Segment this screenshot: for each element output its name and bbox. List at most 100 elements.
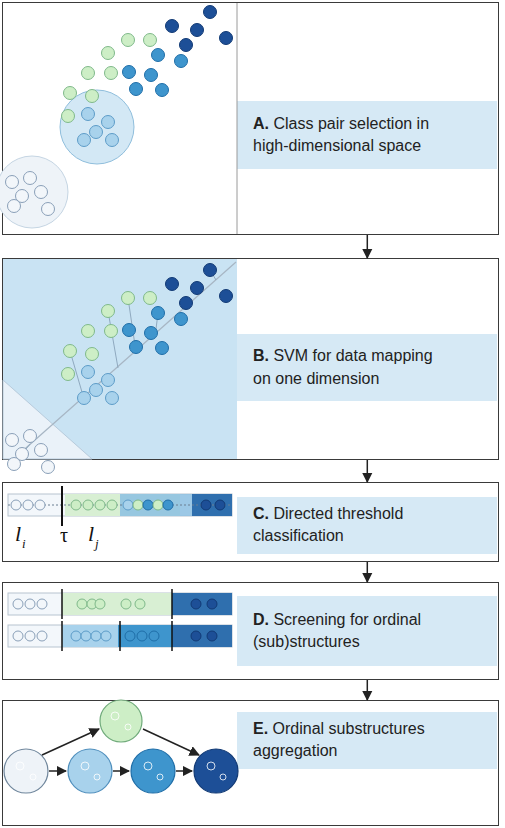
data-point [25, 599, 35, 609]
class-circle [194, 749, 238, 793]
flow-arrow [367, 680, 369, 700]
threshold-line [61, 621, 63, 651]
data-point [121, 599, 131, 609]
order-arrows [42, 729, 199, 771]
threshold-line [61, 486, 63, 526]
data-point [91, 631, 101, 641]
data-point [123, 500, 133, 510]
class-band [65, 494, 180, 516]
class-circle [100, 700, 142, 742]
texture-mark [207, 762, 215, 770]
data-point [71, 631, 81, 641]
projection-tick [22, 444, 30, 454]
data-point [107, 500, 117, 510]
order-arrow [113, 770, 129, 772]
threshold-line [171, 589, 173, 619]
data-point [71, 500, 81, 510]
class-band [120, 494, 192, 516]
panel-e-art [4, 700, 238, 793]
projection-ticks [22, 270, 216, 454]
step-label-box: B. SVM for data mapping on one dimension [237, 334, 497, 401]
axis-line [8, 505, 232, 506]
data-point [95, 599, 105, 609]
texture-mark [30, 774, 36, 780]
class-halo [0, 156, 68, 228]
data-point [95, 500, 105, 510]
panel-d-art [8, 589, 232, 651]
projection-tick [108, 311, 118, 368]
class-band [172, 625, 232, 647]
data-point [37, 631, 47, 641]
data-point [13, 599, 23, 609]
flow-arrow [367, 562, 369, 582]
step-panel: A. Class pair selection in high-dimensio… [2, 2, 499, 235]
projection-axis [18, 262, 236, 455]
flow-arrow [367, 460, 369, 482]
data-point [191, 599, 201, 609]
data-point [87, 599, 97, 609]
class-band [62, 593, 172, 615]
data-point [81, 631, 91, 641]
projection-tick [186, 300, 190, 303]
data-point [35, 500, 45, 510]
data-point [25, 631, 35, 641]
data-point [13, 631, 23, 641]
step-panel: B. SVM for data mapping on one dimension [2, 258, 499, 460]
data-point [11, 500, 21, 510]
data-point [133, 500, 143, 510]
cell-texture [16, 712, 226, 780]
step-label-box: E. Ordinal substructures aggregation [237, 712, 497, 769]
data-point [135, 599, 145, 609]
data-point [207, 599, 217, 609]
data-point [143, 500, 153, 510]
step-label: A. Class pair selection in high-dimensio… [253, 113, 453, 158]
order-arrow [143, 729, 199, 755]
projection-tick [210, 270, 216, 280]
order-arrow [42, 729, 99, 755]
svm-region [3, 259, 237, 459]
step-label-box: C. Directed threshold classification [237, 497, 497, 554]
axis-strip [8, 494, 232, 516]
threshold-line [61, 589, 63, 619]
axis-strip [8, 593, 232, 615]
step-label: E. Ordinal substructures aggregation [253, 718, 453, 763]
axis-strip [8, 625, 232, 647]
class-band [172, 593, 232, 615]
texture-mark [144, 762, 152, 770]
divider-line [237, 3, 238, 234]
class-band [62, 625, 118, 647]
scatter-points [6, 264, 233, 474]
class-halo [60, 90, 134, 164]
data-point [77, 599, 87, 609]
class-circle [4, 749, 48, 793]
texture-mark [94, 774, 100, 780]
flow-arrow [367, 235, 369, 258]
data-point [149, 631, 159, 641]
data-point [163, 500, 173, 510]
threshold-line [171, 621, 173, 651]
order-arrow [176, 770, 192, 772]
class-circle [68, 749, 112, 793]
texture-mark [111, 712, 119, 720]
step-label-box: D. Screening for ordinal (sub)structures [237, 596, 497, 666]
scatter-points [6, 6, 233, 216]
texture-mark [220, 774, 226, 780]
data-point [201, 500, 211, 510]
threshold-line [119, 621, 121, 651]
step-panel: D. Screening for ordinal (sub)structures [2, 582, 499, 680]
panel-c-art [8, 486, 232, 526]
class-band [192, 494, 232, 516]
class-band [118, 625, 172, 647]
step-label: B. SVM for data mapping on one dimension [253, 345, 453, 390]
texture-mark [157, 774, 163, 780]
data-point [207, 631, 217, 641]
svm-region [3, 380, 92, 459]
texture-mark [81, 762, 89, 770]
data-point [215, 500, 225, 510]
data-point [101, 631, 111, 641]
step-panel: C. Directed threshold classification [2, 482, 499, 562]
data-point [137, 631, 147, 641]
data-point [125, 631, 135, 641]
step-panel: E. Ordinal substructures aggregation [2, 700, 499, 826]
data-point [83, 500, 93, 510]
